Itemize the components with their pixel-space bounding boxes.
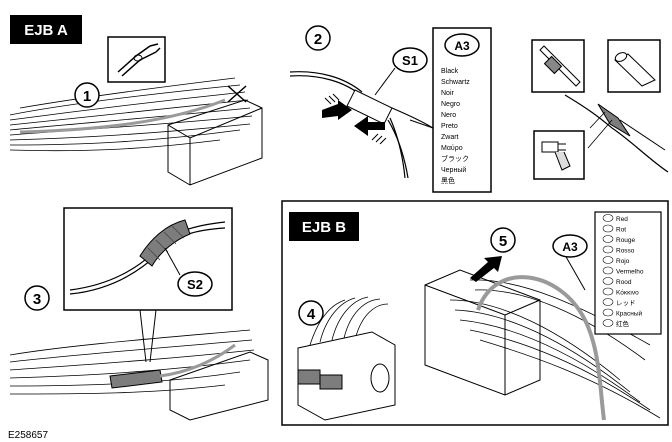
step-4-marker: 4 (298, 300, 324, 326)
figure-id: E258657 (8, 430, 48, 441)
legend-black-el: Μαύρο (441, 144, 463, 152)
legend-black-fr: Noir (441, 90, 455, 97)
legend-red-en: Red (616, 216, 628, 223)
a3-wire-callout: A3 (552, 234, 588, 291)
legend-red-el: Κόκκινο (616, 289, 639, 297)
ejb-b-title-badge (289, 212, 359, 241)
wire-cutter-icon (107, 36, 166, 83)
heat-gun-icon (533, 130, 585, 180)
legend-black-zh: 黑色 (441, 176, 455, 185)
legend-black-pt: Preto (441, 123, 458, 130)
legend-red-ja: レッド (616, 300, 636, 307)
step-4-connector-block (297, 296, 396, 421)
legend-red-ru: Красный (616, 310, 643, 318)
legend-red-fr: Rouge (616, 237, 636, 244)
step-2-marker: 2 (305, 25, 331, 51)
legend-red-it: Rosso (616, 248, 635, 255)
a3-wire-label: A3 (562, 240, 578, 254)
ejb-b-title: EJB B (302, 219, 346, 236)
legend-black-ru: Черный (441, 166, 466, 174)
step-1-number: 1 (83, 88, 91, 105)
legend-red-es: Rojo (616, 258, 630, 265)
ejb-a-panel: EJB A (10, 15, 82, 44)
step-1-fuse-box (9, 77, 263, 186)
step-5-marker: 5 (490, 227, 516, 253)
step-5-fuse-box (424, 256, 661, 421)
legend-black-it: Nero (441, 112, 456, 119)
step-4-number: 4 (307, 306, 316, 323)
s1-label: S1 (402, 53, 418, 68)
a3-black-legend: A3 Black Schwartz Noir Negro Nero Preto … (409, 27, 492, 193)
ejb-b-frame (281, 200, 669, 426)
s2-callout: S2 (164, 247, 213, 297)
step-3-fuse-box (9, 329, 269, 421)
step-3-marker: 3 (24, 285, 50, 311)
legend-black-de: Schwartz (441, 79, 470, 86)
ejb-b-panel: EJB B (281, 200, 669, 426)
ejb-a-title-badge (10, 15, 82, 44)
step-2-heat-shrink-wire (564, 94, 669, 173)
direction-arrow-icon (322, 93, 352, 120)
legend-black-en: Black (441, 68, 459, 75)
step-2-splice (289, 71, 451, 179)
a3-legend-label: A3 (454, 39, 470, 53)
direction-arrow-icon (470, 256, 502, 282)
legend-black-ja: ブラック (441, 154, 469, 163)
legend-red-de: Rot (616, 227, 626, 234)
legend-red-pt: Vermelho (616, 269, 644, 276)
step-1-marker: 1 (74, 82, 100, 108)
step-5-number: 5 (499, 233, 507, 250)
legend-black-es: Negro (441, 101, 460, 108)
heat-shrink-tube-icon (607, 39, 661, 93)
legend-red-nl: Rood (616, 279, 632, 286)
legend-red-zh: 红色 (616, 319, 630, 328)
ejb-a-title: EJB A (24, 22, 68, 39)
crimp-tool-icon (531, 39, 585, 93)
legend-black-nl: Zwart (441, 134, 459, 141)
step-2-number: 2 (314, 31, 322, 48)
s1-callout: S1 (374, 47, 428, 96)
s2-label: S2 (187, 277, 203, 292)
direction-arrow-icon (354, 116, 387, 145)
a3-red-legend: Red Rot Rouge Rosso Rojo Vermelho Rood Κ… (594, 211, 662, 335)
step-3-number: 3 (33, 291, 41, 308)
